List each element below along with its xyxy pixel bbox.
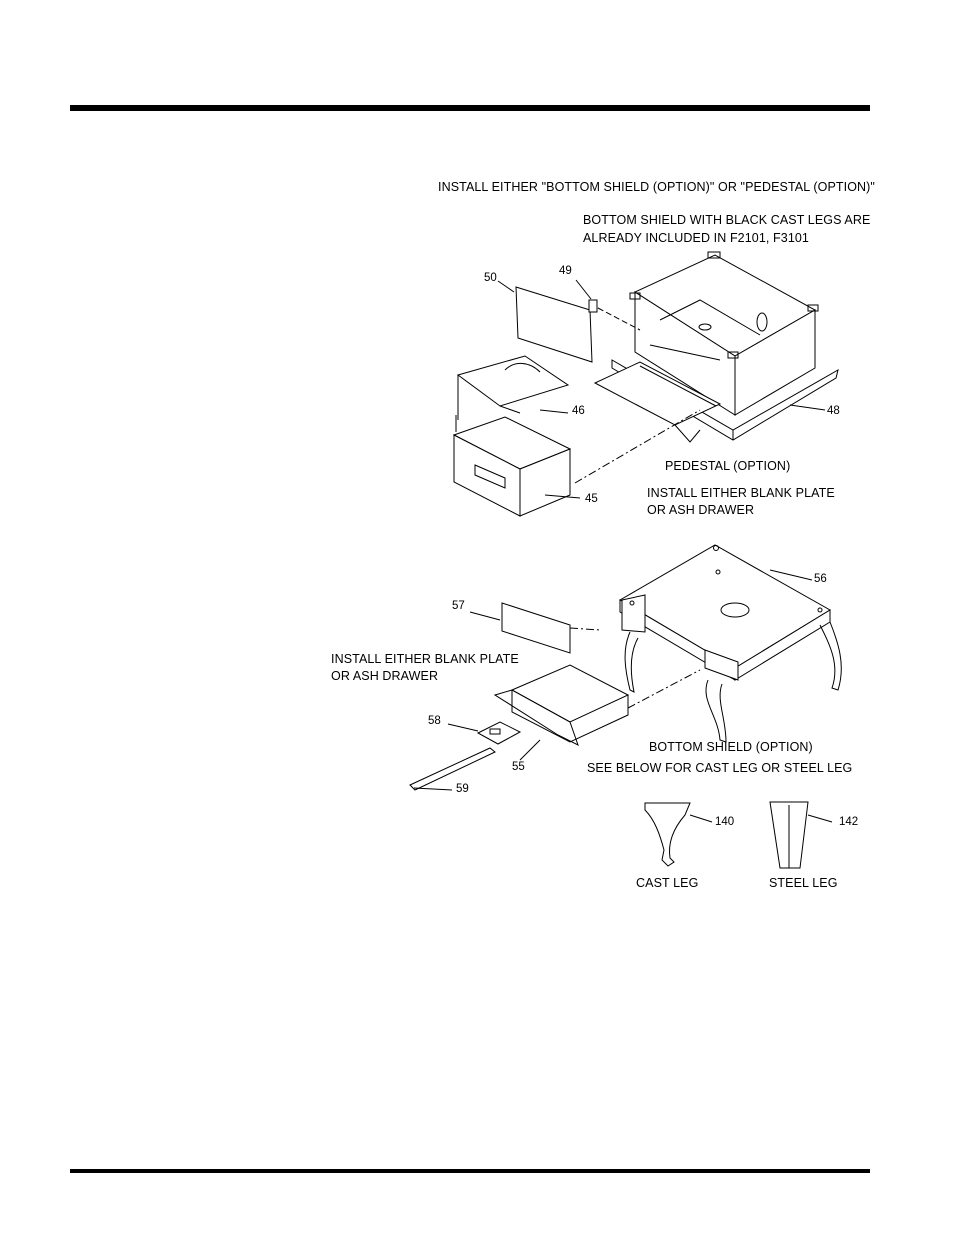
- bottom-shield-note-line1: BOTTOM SHIELD WITH BLACK CAST LEGS ARE: [583, 213, 871, 227]
- part-number-142: 142: [839, 816, 859, 828]
- part-number-50: 50: [484, 272, 497, 284]
- bottom-shield-assembly: [620, 545, 841, 742]
- steel-leg-142: [770, 802, 832, 868]
- top-rule: [70, 105, 870, 111]
- ash-drawer-55: [495, 665, 700, 760]
- bracket-49: [576, 280, 640, 330]
- install-either-right-line1: INSTALL EITHER BLANK PLATE: [647, 486, 835, 500]
- cover-46: [458, 356, 568, 420]
- bottom-shield-option-label: BOTTOM SHIELD (OPTION): [649, 740, 813, 754]
- steel-leg-label: STEEL LEG: [769, 876, 838, 890]
- drawer-45: [454, 410, 700, 516]
- pedestal-assembly: [595, 252, 838, 442]
- bottom-rule: [70, 1169, 870, 1173]
- part-number-46: 46: [572, 405, 585, 417]
- cast-leg-140: [645, 803, 712, 866]
- part-number-49: 49: [559, 265, 572, 277]
- install-either-right-line2: OR ASH DRAWER: [647, 503, 755, 517]
- plate-57: [470, 603, 600, 653]
- part-number-140: 140: [715, 816, 735, 828]
- see-below-label: SEE BELOW FOR CAST LEG OR STEEL LEG: [587, 761, 853, 775]
- part-59: [410, 748, 495, 790]
- pedestal-option-label: PEDESTAL (OPTION): [665, 459, 791, 473]
- part-number-59: 59: [456, 783, 469, 795]
- part-58: [448, 722, 520, 744]
- bottom-shield-note-line2: ALREADY INCLUDED IN F2101, F3101: [583, 231, 809, 245]
- part-number-56: 56: [814, 573, 827, 585]
- part-number-58: 58: [428, 715, 441, 727]
- cast-leg-label: CAST LEG: [636, 876, 699, 890]
- part-number-57: 57: [452, 600, 465, 612]
- part-number-45: 45: [585, 493, 598, 505]
- part-number-55: 55: [512, 761, 525, 773]
- part-number-48: 48: [827, 405, 840, 417]
- install-either-left-line1: INSTALL EITHER BLANK PLATE: [331, 652, 519, 666]
- install-either-top-label: INSTALL EITHER "BOTTOM SHIELD (OPTION)" …: [438, 180, 875, 194]
- install-either-left-line2: OR ASH DRAWER: [331, 669, 439, 683]
- panel-50: [498, 281, 592, 362]
